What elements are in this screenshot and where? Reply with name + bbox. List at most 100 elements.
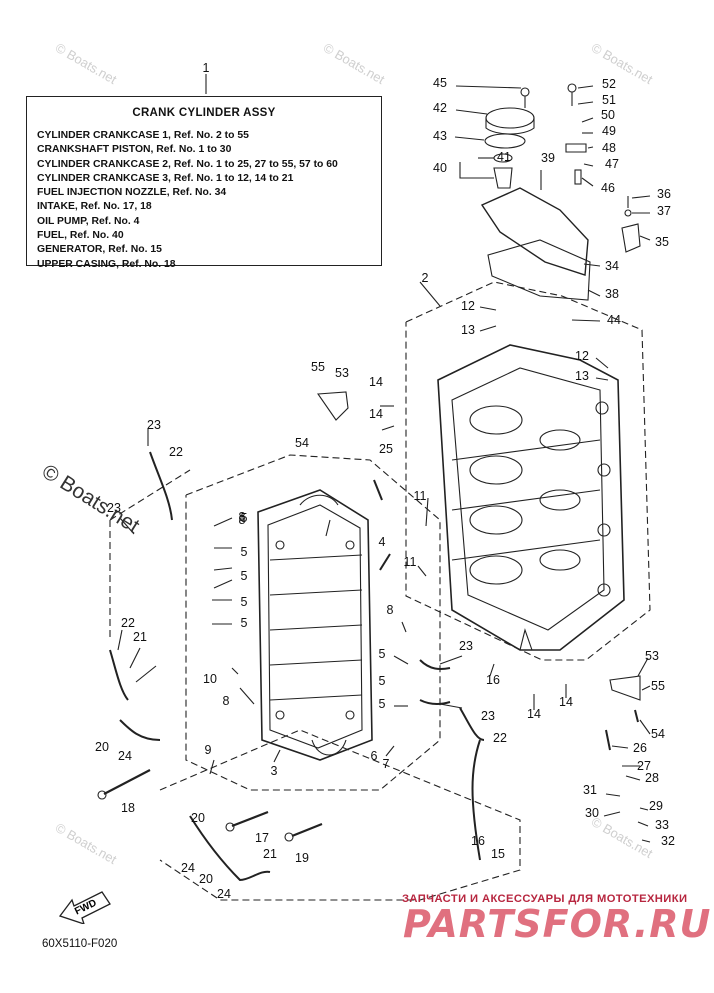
part-callout-23: 23 (459, 639, 473, 653)
part-callout-21: 21 (263, 847, 277, 861)
part-callout-53: 53 (645, 649, 659, 663)
title-line: CYLINDER CRANKCASE 3, Ref. No. 1 to 12, … (37, 172, 294, 184)
part-callout-21: 21 (133, 630, 147, 644)
part-callout-13: 13 (575, 369, 589, 383)
part-callout-32: 32 (661, 834, 675, 848)
part-callout-5: 5 (241, 545, 248, 559)
part-callout-25: 25 (379, 442, 393, 456)
lower-dashed-outline (159, 729, 521, 901)
part-callout-39: 39 (541, 151, 555, 165)
part-callout-48: 48 (602, 141, 616, 155)
part-callout-40: 40 (433, 161, 447, 175)
part-callout-46: 46 (601, 181, 615, 195)
part-callout-42: 42 (433, 101, 447, 115)
part-callout-23: 23 (481, 709, 495, 723)
cover-42 (485, 107, 535, 129)
part-callout-20: 20 (199, 872, 213, 886)
part-callout-29: 29 (649, 799, 663, 813)
part-callout-49: 49 (602, 124, 616, 138)
cylinder-head-block (437, 344, 625, 651)
hose-22-left-lower (109, 649, 129, 701)
title-line: CYLINDER CRANKCASE 2, Ref. No. 1 to 25, … (37, 158, 338, 170)
part-callout-43: 43 (433, 129, 447, 143)
part-callout-11: 11 (404, 555, 417, 569)
part-callout-22: 22 (169, 445, 183, 459)
diagram-code: 60X5110-F020 (42, 938, 118, 950)
bracket-53-lower (609, 675, 641, 701)
title-line: CYLINDER CRANKCASE 1, Ref. No. 2 to 55 (37, 130, 249, 141)
title-line: INTAKE, Ref. No. 17, 18 (37, 201, 152, 213)
part-callout-6: 6 (371, 749, 378, 763)
title-line: FUEL, Ref. No. 40 (37, 230, 124, 242)
part-callout-7: 7 (383, 757, 390, 771)
part-callout-26: 26 (633, 741, 647, 755)
part-callout-30: 30 (585, 806, 599, 820)
part-callout-5: 5 (241, 595, 248, 609)
part-callout-12: 12 (461, 299, 475, 313)
crankcase-block (257, 489, 373, 761)
part-callout-54: 54 (295, 436, 309, 450)
bracket-53-upper (316, 391, 349, 421)
plate-35 (621, 223, 641, 253)
part-callout-5: 5 (379, 697, 386, 711)
part-callout-8: 8 (239, 513, 246, 527)
part-callout-5: 5 (379, 647, 386, 661)
thermostat-40 (493, 167, 513, 189)
title-line: CRANKSHAFT PISTON, Ref. No. 1 to 30 (37, 144, 232, 156)
part-callout-11: 11 (414, 489, 427, 503)
part-callout-9: 9 (205, 743, 212, 757)
part-callout-16: 16 (486, 673, 500, 687)
hose-20-bottom (189, 815, 271, 882)
part-callout-5: 5 (241, 569, 248, 583)
part-callout-14: 14 (369, 407, 383, 421)
part-callout-36: 36 (657, 187, 671, 201)
gasket-43 (484, 133, 526, 149)
part-callout-16: 16 (471, 834, 485, 848)
part-callout-51: 51 (602, 93, 616, 107)
part-callout-44: 44 (607, 313, 621, 327)
part-callout-13: 13 (461, 323, 475, 337)
part-callout-41: 41 (497, 150, 511, 164)
part-callout-19: 19 (295, 851, 309, 865)
part-callout-23: 23 (107, 501, 121, 515)
part-callout-37: 37 (657, 204, 671, 218)
part-callout-5: 5 (241, 616, 248, 630)
title-line: UPPER CASING, Ref. No. 18 (37, 258, 176, 270)
part-callout-35: 35 (655, 235, 669, 249)
part-callout-8: 8 (223, 694, 230, 708)
part-callout-3: 3 (271, 764, 278, 778)
part-callout-4: 4 (379, 535, 386, 549)
title-box-lines: CYLINDER CRANKCASE 1, Ref. No. 2 to 55 C… (37, 129, 338, 272)
part-callout-47: 47 (605, 157, 619, 171)
title-line: FUEL INJECTION NOZZLE, Ref. No. 34 (37, 187, 227, 199)
title-line: GENERATOR, Ref. No. 15 (37, 244, 162, 256)
part-callout-10: 10 (203, 672, 217, 686)
part-callout-33: 33 (655, 818, 669, 832)
title-line: OIL PUMP, Ref. No. 4 (37, 215, 140, 227)
part-callout-8: 8 (387, 603, 394, 617)
part-callout-53: 53 (335, 366, 349, 380)
crankcase-dashed-outline (405, 281, 651, 661)
hose-22-left (149, 451, 173, 521)
part-callout-14: 14 (559, 695, 573, 709)
part-callout-14: 14 (369, 375, 383, 389)
part-callout-17: 17 (255, 831, 269, 845)
part-callout-24: 24 (118, 749, 132, 763)
part-callout-1: 1 (203, 61, 210, 75)
part-callout-20: 20 (191, 811, 205, 825)
part-callout-18: 18 (121, 801, 135, 815)
part-callout-45: 45 (433, 76, 447, 90)
part-callout-8: 8 (239, 510, 246, 524)
part-callout-23: 23 (147, 418, 161, 432)
part-callout-2: 2 (422, 271, 429, 285)
part-callout-15: 15 (491, 847, 505, 861)
part-callout-14: 14 (527, 707, 541, 721)
part-callout-5: 5 (379, 674, 386, 688)
title-box: CRANK CYLINDER ASSY CYLINDER CRANKCASE 1… (26, 96, 382, 270)
part-callout-34: 34 (605, 259, 619, 273)
fwd-arrow-icon: FWD (58, 891, 111, 924)
part-callout-12: 12 (575, 349, 589, 363)
part-callout-22: 22 (121, 616, 135, 630)
part-callout-52: 52 (602, 77, 616, 91)
